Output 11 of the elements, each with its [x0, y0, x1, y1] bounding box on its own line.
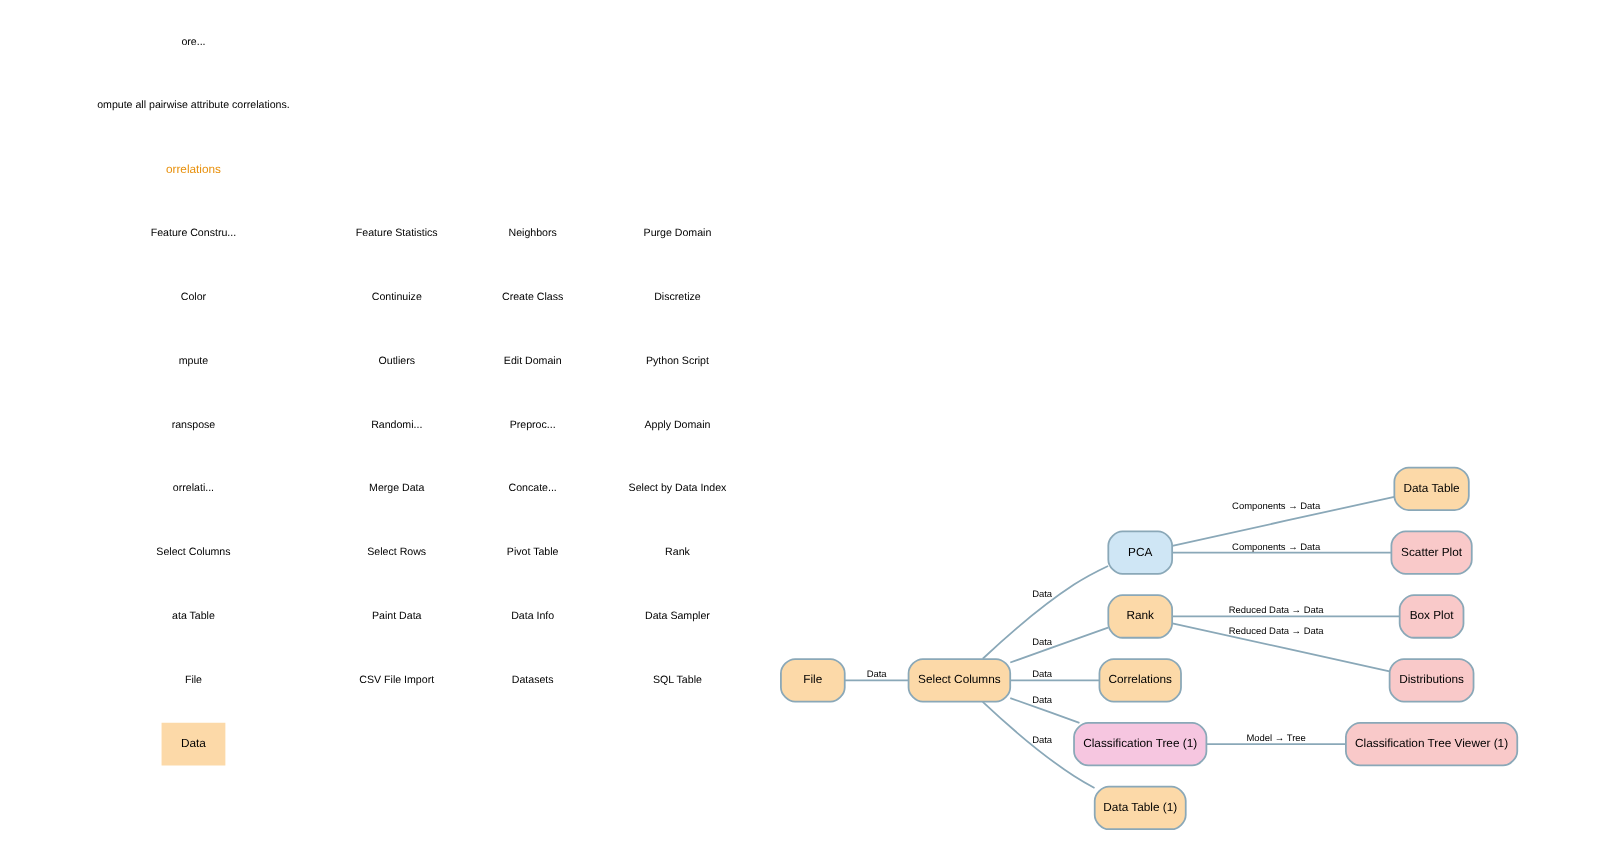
connector [1170, 495, 1395, 547]
connector [980, 565, 1108, 660]
connector [1170, 622, 1390, 673]
connector [980, 700, 1095, 789]
connector [843, 679, 908, 682]
connector [1204, 743, 1346, 745]
connector [1008, 626, 1108, 664]
connector [1008, 679, 1100, 682]
connector [1170, 615, 1400, 618]
connector [1008, 697, 1080, 724]
connector [1170, 551, 1391, 554]
